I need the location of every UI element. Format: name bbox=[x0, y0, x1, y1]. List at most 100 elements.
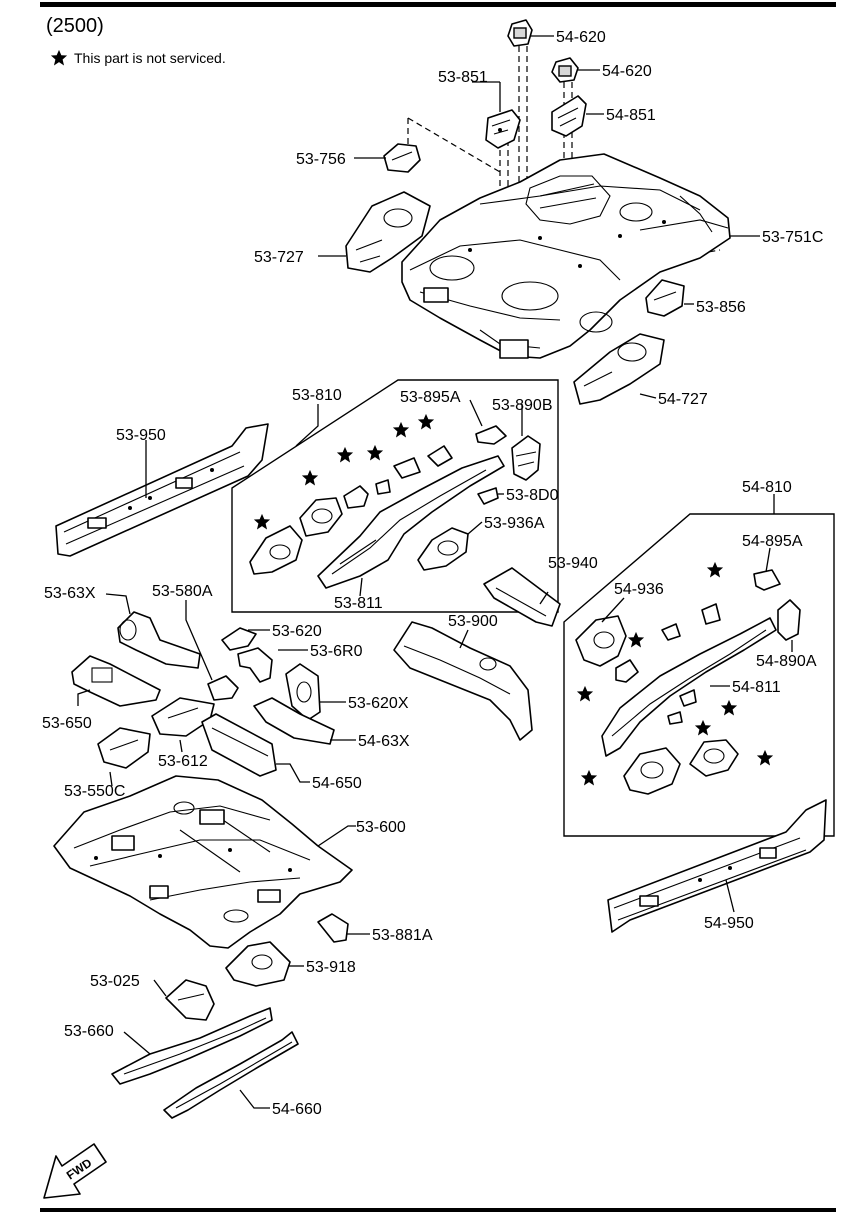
not-serviced-star-icon bbox=[301, 469, 319, 486]
not-serviced-star-icon bbox=[576, 685, 594, 702]
part-54-810-bracket-e[interactable] bbox=[667, 711, 683, 725]
part-53-620X[interactable] bbox=[285, 663, 321, 721]
part-53-620[interactable] bbox=[221, 627, 257, 651]
callout-53-900: 53-900 bbox=[448, 613, 498, 630]
callout-53-810: 53-810 bbox=[292, 387, 342, 404]
part-53-851[interactable] bbox=[485, 109, 521, 149]
callout-53-6R0: 53-6R0 bbox=[310, 643, 363, 660]
part-53-580A[interactable] bbox=[207, 675, 239, 701]
not-serviced-star-icon bbox=[720, 699, 738, 716]
part-53-650[interactable] bbox=[71, 655, 161, 707]
callout-53-620X: 53-620X bbox=[348, 695, 409, 712]
leader-lines bbox=[77, 35, 793, 1109]
part-53-550C[interactable] bbox=[97, 727, 151, 769]
part-53-900[interactable] bbox=[393, 621, 533, 741]
callout-53-63X: 53-63X bbox=[44, 585, 96, 602]
part-53-810-bracket-a[interactable] bbox=[249, 525, 303, 575]
callout-labels: 54-620 54-620 53-851 54-851 53-756 53-72… bbox=[42, 29, 823, 1118]
part-53-810-bracket-b[interactable] bbox=[299, 497, 343, 537]
callout-53-881A: 53-881A bbox=[372, 927, 433, 944]
part-53-756[interactable] bbox=[383, 143, 421, 173]
callout-53-025: 53-025 bbox=[90, 973, 140, 990]
part-53-940[interactable] bbox=[483, 567, 561, 627]
callout-53-8D0: 53-8D0 bbox=[506, 487, 559, 504]
not-serviced-star-icon bbox=[417, 413, 435, 430]
not-serviced-star-icon bbox=[580, 769, 598, 786]
group-box-53-810 bbox=[231, 379, 559, 613]
callout-54-950: 54-950 bbox=[704, 915, 754, 932]
callout-53-727: 53-727 bbox=[254, 249, 304, 266]
part-54-810-bracket-b[interactable] bbox=[661, 623, 681, 641]
not-serviced-star-icon bbox=[392, 421, 410, 438]
part-54-810-bracket-g[interactable] bbox=[689, 739, 739, 777]
part-54-950[interactable] bbox=[607, 799, 827, 933]
callout-54-727: 54-727 bbox=[658, 391, 708, 408]
part-54-620-b[interactable] bbox=[551, 57, 579, 83]
callout-54-851: 54-851 bbox=[606, 107, 656, 124]
not-serviced-star-icon bbox=[694, 719, 712, 736]
part-53-918[interactable] bbox=[225, 941, 291, 987]
part-54-660[interactable] bbox=[163, 1031, 299, 1119]
callout-53-650: 53-650 bbox=[42, 715, 92, 732]
callout-53-660: 53-660 bbox=[64, 1023, 114, 1040]
part-53-810-bracket-e[interactable] bbox=[393, 457, 421, 479]
part-54-811[interactable] bbox=[601, 617, 777, 757]
callout-54-811: 54-811 bbox=[732, 679, 781, 696]
callout-53-580A: 53-580A bbox=[152, 583, 213, 600]
rear-floor-assembly bbox=[345, 19, 731, 405]
part-53-727[interactable] bbox=[345, 191, 431, 273]
part-54-936[interactable] bbox=[575, 615, 627, 667]
not-serviced-star-icon bbox=[627, 631, 645, 648]
not-serviced-star-icon bbox=[50, 49, 68, 66]
part-53-881A[interactable] bbox=[317, 913, 349, 943]
callout-53-756: 53-756 bbox=[296, 151, 346, 168]
part-53-810-bracket-c[interactable] bbox=[343, 485, 369, 509]
callout-54-890A: 54-890A bbox=[756, 653, 817, 670]
part-54-890A[interactable] bbox=[777, 599, 801, 641]
part-53-8D0[interactable] bbox=[477, 487, 499, 505]
part-54-810-bracket-a[interactable] bbox=[615, 659, 639, 683]
callout-53-895A: 53-895A bbox=[400, 389, 461, 406]
part-53-810-bracket-d[interactable] bbox=[375, 479, 391, 495]
part-53-856[interactable] bbox=[645, 279, 685, 317]
part-54-620-a[interactable] bbox=[507, 19, 533, 47]
part-53-936A[interactable] bbox=[417, 527, 469, 571]
part-53-895A[interactable] bbox=[475, 425, 507, 445]
part-54-895A[interactable] bbox=[753, 569, 781, 591]
callout-54-895A: 54-895A bbox=[742, 533, 803, 550]
part-53-890B[interactable] bbox=[511, 435, 541, 481]
callout-54-936: 54-936 bbox=[614, 581, 664, 598]
not-serviced-star-icon bbox=[706, 561, 724, 578]
callout-53-612: 53-612 bbox=[158, 753, 208, 770]
callout-54-810: 54-810 bbox=[742, 479, 792, 496]
callout-54-660: 54-660 bbox=[272, 1101, 322, 1118]
part-54-810-bracket-d[interactable] bbox=[679, 689, 697, 707]
callout-53-751C: 53-751C bbox=[762, 229, 823, 246]
part-54-63X[interactable] bbox=[253, 697, 335, 745]
part-53-811[interactable] bbox=[317, 455, 505, 589]
not-serviced-note: This part is not serviced. bbox=[74, 50, 226, 66]
callout-53-890B: 53-890B bbox=[492, 397, 553, 414]
part-53-600[interactable] bbox=[53, 775, 353, 949]
callout-54-63X: 54-63X bbox=[358, 733, 410, 750]
part-53-6R0[interactable] bbox=[237, 647, 273, 683]
callout-53-550C: 53-550C bbox=[64, 783, 125, 800]
part-53-950[interactable] bbox=[55, 423, 269, 557]
group-code: (2500) bbox=[46, 15, 104, 37]
part-53-810-bracket-f[interactable] bbox=[427, 445, 453, 467]
part-54-650[interactable] bbox=[201, 713, 277, 777]
part-rear-floor-pan[interactable] bbox=[401, 153, 731, 359]
not-serviced-star-icon bbox=[756, 749, 774, 766]
part-53-025[interactable] bbox=[165, 979, 215, 1021]
part-53-63X[interactable] bbox=[117, 611, 201, 669]
part-54-810-bracket-c[interactable] bbox=[701, 603, 721, 625]
part-54-727[interactable] bbox=[573, 333, 665, 405]
callout-53-600: 53-600 bbox=[356, 819, 406, 836]
part-53-660[interactable] bbox=[111, 1007, 273, 1085]
part-54-810-bracket-f[interactable] bbox=[623, 747, 681, 795]
part-54-851[interactable] bbox=[551, 95, 587, 137]
callout-53-936A: 53-936A bbox=[484, 515, 545, 532]
not-serviced-star-icon bbox=[336, 446, 354, 463]
callout-53-811: 53-811 bbox=[334, 595, 383, 612]
